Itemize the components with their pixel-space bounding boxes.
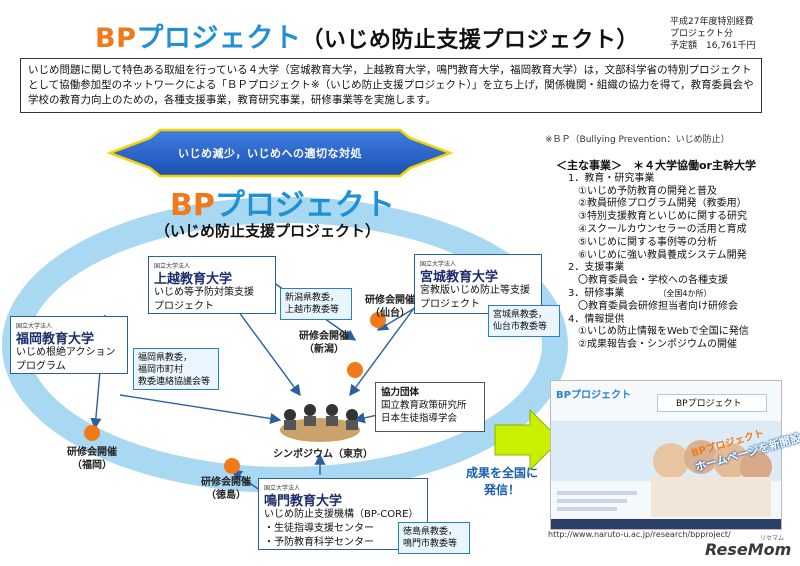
meeting-sendai: 研修会開催 （仙台） — [360, 294, 420, 320]
events-section-note: （全国4か所） — [658, 288, 712, 298]
title-subtitle: （いじめ防止支援プロジェクト） — [301, 28, 639, 53]
banner-text: いじめ減少，いじめへの適切な対処 — [178, 147, 362, 160]
events-section: 3．研修事業 （全国4か所） — [556, 288, 796, 301]
center-bp: BP — [170, 188, 215, 223]
events-item: ③特別支援教育といじめに関する研究 — [578, 211, 747, 223]
partner-line: 上越市教委等 — [285, 305, 340, 315]
uni-desc: いじめ根絶アクション — [16, 347, 116, 358]
meeting-location: （仙台） — [370, 308, 410, 319]
events-item: ①いじめ予防教育の開発と普及 — [578, 185, 717, 197]
meeting-dot-fukuoka — [84, 425, 100, 441]
uni-desc: ・生徒指導支援センター — [264, 523, 374, 534]
uni-name-miyagi: 宮城教育大学 — [420, 270, 499, 285]
meeting-fukuoka: 研修会開催 （福岡） — [62, 446, 122, 472]
partner-line: 仙台市教委等 — [493, 322, 548, 332]
miyagi-partners: 宮城県教委， 仙台市教委等 — [488, 305, 560, 337]
meeting-label: 研修会開催 — [201, 477, 251, 488]
results-line: 成果を全国に — [466, 466, 539, 480]
website-url[interactable]: http://www.naruto-u.ac.jp/research/bppro… — [548, 530, 731, 539]
meeting-location: （福岡） — [72, 460, 112, 471]
meeting-label: 研修会開催 — [365, 295, 415, 306]
budget-line: プロジェクト分 — [670, 29, 734, 39]
events-section: 1．教育・研究事業 — [568, 172, 655, 184]
uni-name-naruto: 鳴門教育大学 — [264, 494, 343, 509]
meeting-dot-sendai — [370, 312, 386, 328]
events-section: 2．支援事業 — [568, 262, 625, 274]
meeting-niigata: 研修会開催 （新潟） — [294, 330, 354, 356]
events-item: ②成果報告会・シンポジウムの開催 — [578, 339, 737, 351]
miyagi-box: 国立大学法人 宮城教育大学 宮教版いじめ防止等支援 プロジェクト — [414, 254, 542, 314]
partner-line: 教委連絡協議会等 — [138, 377, 211, 387]
banner-star-shape — [106, 128, 454, 178]
events-section-title: 3．研修事業 — [568, 287, 625, 299]
events-section: 4．情報提供 — [568, 313, 625, 325]
meeting-tokushima: 研修会開催 （徳島） — [196, 476, 256, 502]
uni-label: 国立大学法人 — [16, 323, 53, 330]
watermark-small: リセマム — [760, 535, 785, 542]
partner-line: 徳島県教委， — [403, 527, 458, 537]
symposium-figure — [280, 404, 360, 442]
fukuoka-partners: 福岡県教委， 福岡市町村 教委連絡協議会等 — [133, 348, 219, 390]
website-logo: BPプロジェクト — [556, 390, 631, 401]
symposium-label: シンポジウム（東京） — [273, 449, 373, 460]
uni-desc: プログラム — [16, 361, 66, 372]
uni-name-joetsu: 上越教育大学 — [154, 272, 233, 287]
main-events: ＜主な事業＞ ＊４大学協働or主幹大学 1．教育・研究事業 ①いじめ予防教育の開… — [556, 159, 796, 352]
cooperation-org: 日本生徒指導学会 — [381, 413, 458, 424]
meeting-dot-niigata — [347, 362, 363, 378]
results-line: 発信！ — [484, 483, 521, 497]
title-project: プロジェクト — [136, 23, 302, 54]
uni-desc: ・予防教育科学センター — [264, 537, 374, 548]
naruto-partners: 徳島県教委， 鳴門市教委等 — [398, 522, 470, 554]
joetsu-partners: 新潟県教委， 上越市教委等 — [280, 288, 352, 320]
title-bp: BP — [95, 23, 137, 54]
events-item: ④スクールカウンセラーの活用と育成 — [578, 223, 747, 235]
center-project: プロジェクト — [214, 188, 395, 223]
events-item: ⑥いじめに強い教員養成システム開発 — [578, 249, 747, 261]
center-bp-title: BPプロジェクト — [170, 180, 395, 224]
partner-line: 福岡市町村 — [138, 365, 184, 375]
events-head: ＜主な事業＞ ＊４大学協働or主幹大学 — [556, 159, 756, 172]
meeting-dot-tokushima — [224, 458, 240, 474]
uni-desc: いじめ等予防対策支援 — [154, 287, 254, 298]
uni-label: 国立大学法人 — [264, 485, 301, 492]
joetsu-box: 国立大学法人 上越教育大学 いじめ等予防対策支援 プロジェクト — [148, 256, 276, 314]
fukuoka-box: 国立大学法人 福岡教育大学 いじめ根絶アクション プログラム — [10, 316, 128, 374]
center-subtitle: （いじめ防止支援プロジェクト） — [155, 222, 381, 240]
partner-line: 新潟県教委， — [285, 293, 340, 303]
meeting-label: 研修会開催 — [67, 447, 117, 458]
events-item: ⑤いじめに関する事例等の分析 — [578, 236, 717, 248]
uni-name-fukuoka: 福岡教育大学 — [16, 332, 95, 347]
cooperation-org: 国立教育政策研究所 — [381, 400, 467, 411]
events-item: ②教員研修プログラム開発（教委用） — [578, 198, 747, 210]
uni-desc: いじめ防止支援機構（BP-CORE） — [264, 509, 419, 520]
meeting-location: （新潟） — [304, 344, 344, 355]
partner-line: 鳴門市教委等 — [403, 539, 458, 549]
uni-label: 国立大学法人 — [154, 263, 191, 270]
budget-info: 平成27年度特別経費 プロジェクト分 予定額 16,761千円 — [670, 16, 756, 52]
partner-line: 福岡県教委， — [138, 353, 193, 363]
uni-label: 国立大学法人 — [420, 261, 457, 268]
cooperation-box: 協力団体 国立教育政策研究所 日本生徒指導学会 — [375, 382, 485, 432]
events-item: 〇教育委員会研修担当者向け研修会 — [578, 300, 738, 312]
budget-line: 平成27年度特別経費 — [670, 17, 754, 27]
watermark-logo: ReseMom — [705, 540, 792, 559]
events-item: ①いじめ防止情報をWebで全国に発信 — [578, 326, 749, 338]
bp-note: ※ＢＰ（Bullying Prevention：いじめ防止） — [545, 135, 730, 145]
results-text: 成果を全国に 発信！ — [466, 465, 538, 499]
uni-desc: 宮教版いじめ防止等支援 — [420, 285, 530, 296]
results-arrow — [494, 408, 561, 472]
events-item: 〇教育委員会・学校への各種支援 — [578, 275, 728, 287]
naruto-box: 国立大学法人 鳴門教育大学 いじめ防止支援機構（BP-CORE） ・生徒指導支援… — [258, 478, 428, 550]
uni-desc: プロジェクト — [154, 301, 214, 312]
meeting-label: 研修会開催 — [299, 331, 349, 342]
website-search-box: BPプロジェクト — [657, 394, 767, 412]
page-title: BPプロジェクト（いじめ防止支援プロジェクト） — [95, 16, 639, 55]
meeting-location: （徳島） — [206, 490, 246, 501]
partner-line: 宮城県教委， — [493, 310, 548, 320]
cooperation-head: 協力団体 — [381, 387, 420, 398]
uni-desc: プロジェクト — [420, 299, 480, 310]
intro-text: いじめ問題に関して特色ある取組を行っている４大学（宮城教育大学，上越教育大学，鳴… — [20, 58, 762, 113]
budget-line: 予定額 16,761千円 — [670, 41, 756, 51]
